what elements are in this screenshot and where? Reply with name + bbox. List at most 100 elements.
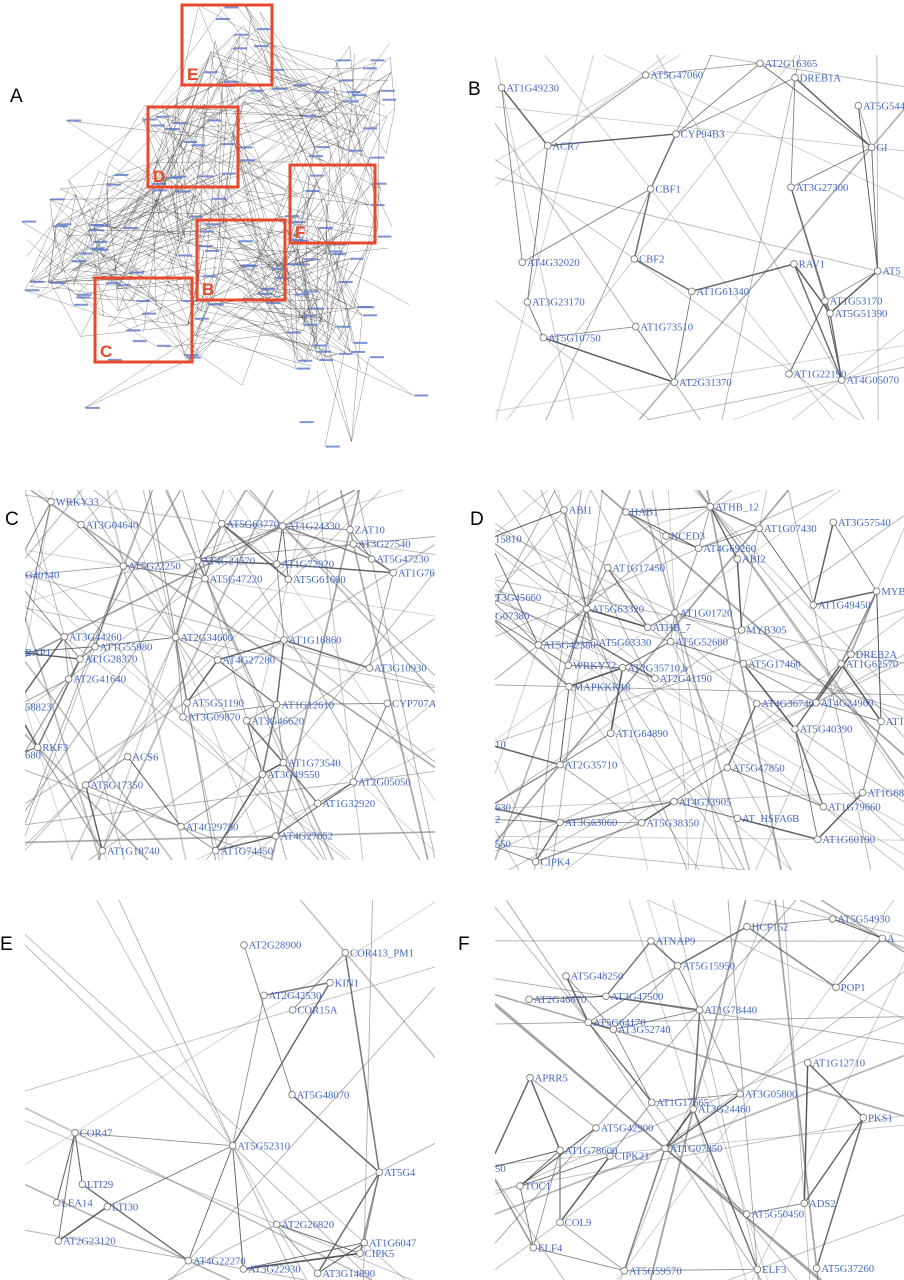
- node-circle-icon[interactable]: [518, 258, 527, 267]
- node-circle-icon[interactable]: [878, 934, 887, 943]
- node-circle-icon[interactable]: [201, 574, 209, 583]
- node-circle-icon[interactable]: [687, 287, 696, 296]
- node-circle-icon[interactable]: [743, 922, 751, 931]
- node-circle-icon[interactable]: [260, 991, 268, 1000]
- node-circle-icon[interactable]: [556, 1146, 564, 1155]
- node-circle-icon[interactable]: [349, 540, 358, 548]
- node-circle-icon[interactable]: [821, 297, 829, 305]
- node-circle-icon[interactable]: [183, 698, 191, 707]
- node-circle-icon[interactable]: [77, 520, 85, 529]
- node-circle-icon[interactable]: [47, 497, 55, 506]
- node-circle-icon[interactable]: [119, 562, 128, 570]
- zoom-region-box-d[interactable]: D: [146, 105, 240, 189]
- node-circle-icon[interactable]: [76, 655, 84, 663]
- node-circle-icon[interactable]: [52, 1198, 61, 1207]
- node-circle-icon[interactable]: [171, 633, 180, 642]
- node-circle-icon[interactable]: [184, 1256, 193, 1265]
- node-circle-icon[interactable]: [662, 532, 670, 540]
- node-circle-icon[interactable]: [753, 1265, 762, 1274]
- node-circle-icon[interactable]: [641, 71, 650, 79]
- node-circle-icon[interactable]: [360, 1238, 369, 1247]
- node-circle-icon[interactable]: [78, 1180, 87, 1189]
- node-circle-icon[interactable]: [272, 560, 281, 568]
- node-circle-icon[interactable]: [606, 1152, 614, 1160]
- node-circle-icon[interactable]: [689, 1105, 698, 1113]
- node-circle-icon[interactable]: [858, 788, 867, 797]
- node-circle-icon[interactable]: [271, 832, 280, 840]
- node-circle-icon[interactable]: [54, 1237, 63, 1245]
- node-circle-icon[interactable]: [813, 835, 822, 844]
- node-circle-icon[interactable]: [193, 556, 202, 565]
- node-circle-icon[interactable]: [228, 1141, 237, 1150]
- node-circle-icon[interactable]: [556, 818, 564, 827]
- node-circle-icon[interactable]: [531, 857, 540, 866]
- node-circle-icon[interactable]: [755, 524, 764, 533]
- node-circle-icon[interactable]: [791, 725, 799, 733]
- node-circle-icon[interactable]: [733, 814, 742, 823]
- node-circle-icon[interactable]: [326, 978, 334, 987]
- node-circle-icon[interactable]: [526, 1073, 534, 1082]
- node-circle-icon[interactable]: [787, 183, 795, 192]
- node-circle-icon[interactable]: [534, 641, 543, 649]
- node-circle-icon[interactable]: [272, 700, 281, 709]
- node-circle-icon[interactable]: [560, 506, 568, 514]
- node-circle-icon[interactable]: [288, 1006, 297, 1014]
- node-circle-icon[interactable]: [313, 799, 322, 808]
- node-circle-icon[interactable]: [800, 1199, 809, 1208]
- node-circle-icon[interactable]: [217, 519, 226, 528]
- node-circle-icon[interactable]: [790, 260, 798, 268]
- node-circle-icon[interactable]: [666, 637, 675, 646]
- node-circle-icon[interactable]: [240, 941, 248, 949]
- node-circle-icon[interactable]: [33, 743, 42, 752]
- node-circle-icon[interactable]: [832, 983, 840, 992]
- node-circle-icon[interactable]: [280, 636, 288, 644]
- node-circle-icon[interactable]: [258, 770, 267, 779]
- node-circle-icon[interactable]: [694, 544, 703, 553]
- node-circle-icon[interactable]: [367, 555, 376, 563]
- node-circle-icon[interactable]: [539, 333, 548, 342]
- zoom-region-box-e[interactable]: E: [180, 3, 274, 87]
- node-circle-icon[interactable]: [826, 309, 834, 318]
- node-circle-icon[interactable]: [736, 1090, 744, 1098]
- node-circle-icon[interactable]: [279, 758, 288, 767]
- node-circle-icon[interactable]: [812, 698, 820, 707]
- zoom-region-box-b[interactable]: B: [195, 218, 287, 302]
- node-circle-icon[interactable]: [723, 763, 732, 772]
- node-circle-icon[interactable]: [739, 659, 748, 668]
- node-circle-icon[interactable]: [564, 661, 573, 670]
- node-circle-icon[interactable]: [695, 1006, 704, 1014]
- node-circle-icon[interactable]: [733, 555, 742, 563]
- node-circle-icon[interactable]: [670, 797, 678, 806]
- node-circle-icon[interactable]: [661, 1144, 669, 1153]
- node-circle-icon[interactable]: [529, 1243, 538, 1252]
- node-circle-icon[interactable]: [828, 915, 837, 923]
- node-circle-icon[interactable]: [651, 674, 659, 683]
- node-circle-icon[interactable]: [606, 729, 615, 738]
- node-circle-icon[interactable]: [365, 664, 374, 672]
- node-circle-icon[interactable]: [64, 675, 73, 683]
- node-circle-icon[interactable]: [60, 632, 69, 641]
- node-circle-icon[interactable]: [859, 1113, 868, 1122]
- node-circle-icon[interactable]: [177, 822, 185, 831]
- node-circle-icon[interactable]: [622, 508, 630, 516]
- node-circle-icon[interactable]: [803, 1058, 812, 1067]
- node-circle-icon[interactable]: [278, 522, 287, 530]
- node-circle-icon[interactable]: [565, 682, 573, 691]
- node-circle-icon[interactable]: [603, 563, 612, 572]
- node-circle-icon[interactable]: [389, 568, 398, 577]
- node-circle-icon[interactable]: [71, 1128, 79, 1137]
- node-circle-icon[interactable]: [630, 255, 639, 263]
- zoom-region-box-f[interactable]: F: [288, 163, 377, 245]
- node-circle-icon[interactable]: [706, 502, 715, 511]
- node-circle-icon[interactable]: [854, 101, 863, 110]
- node-circle-icon[interactable]: [341, 948, 350, 957]
- node-circle-icon[interactable]: [556, 760, 564, 769]
- node-circle-icon[interactable]: [562, 972, 570, 980]
- node-circle-icon[interactable]: [516, 1182, 524, 1190]
- node-circle-icon[interactable]: [383, 699, 392, 708]
- node-circle-icon[interactable]: [631, 322, 640, 331]
- node-circle-icon[interactable]: [618, 663, 627, 672]
- node-circle-icon[interactable]: [643, 623, 652, 632]
- node-circle-icon[interactable]: [670, 378, 679, 387]
- node-circle-icon[interactable]: [349, 778, 358, 786]
